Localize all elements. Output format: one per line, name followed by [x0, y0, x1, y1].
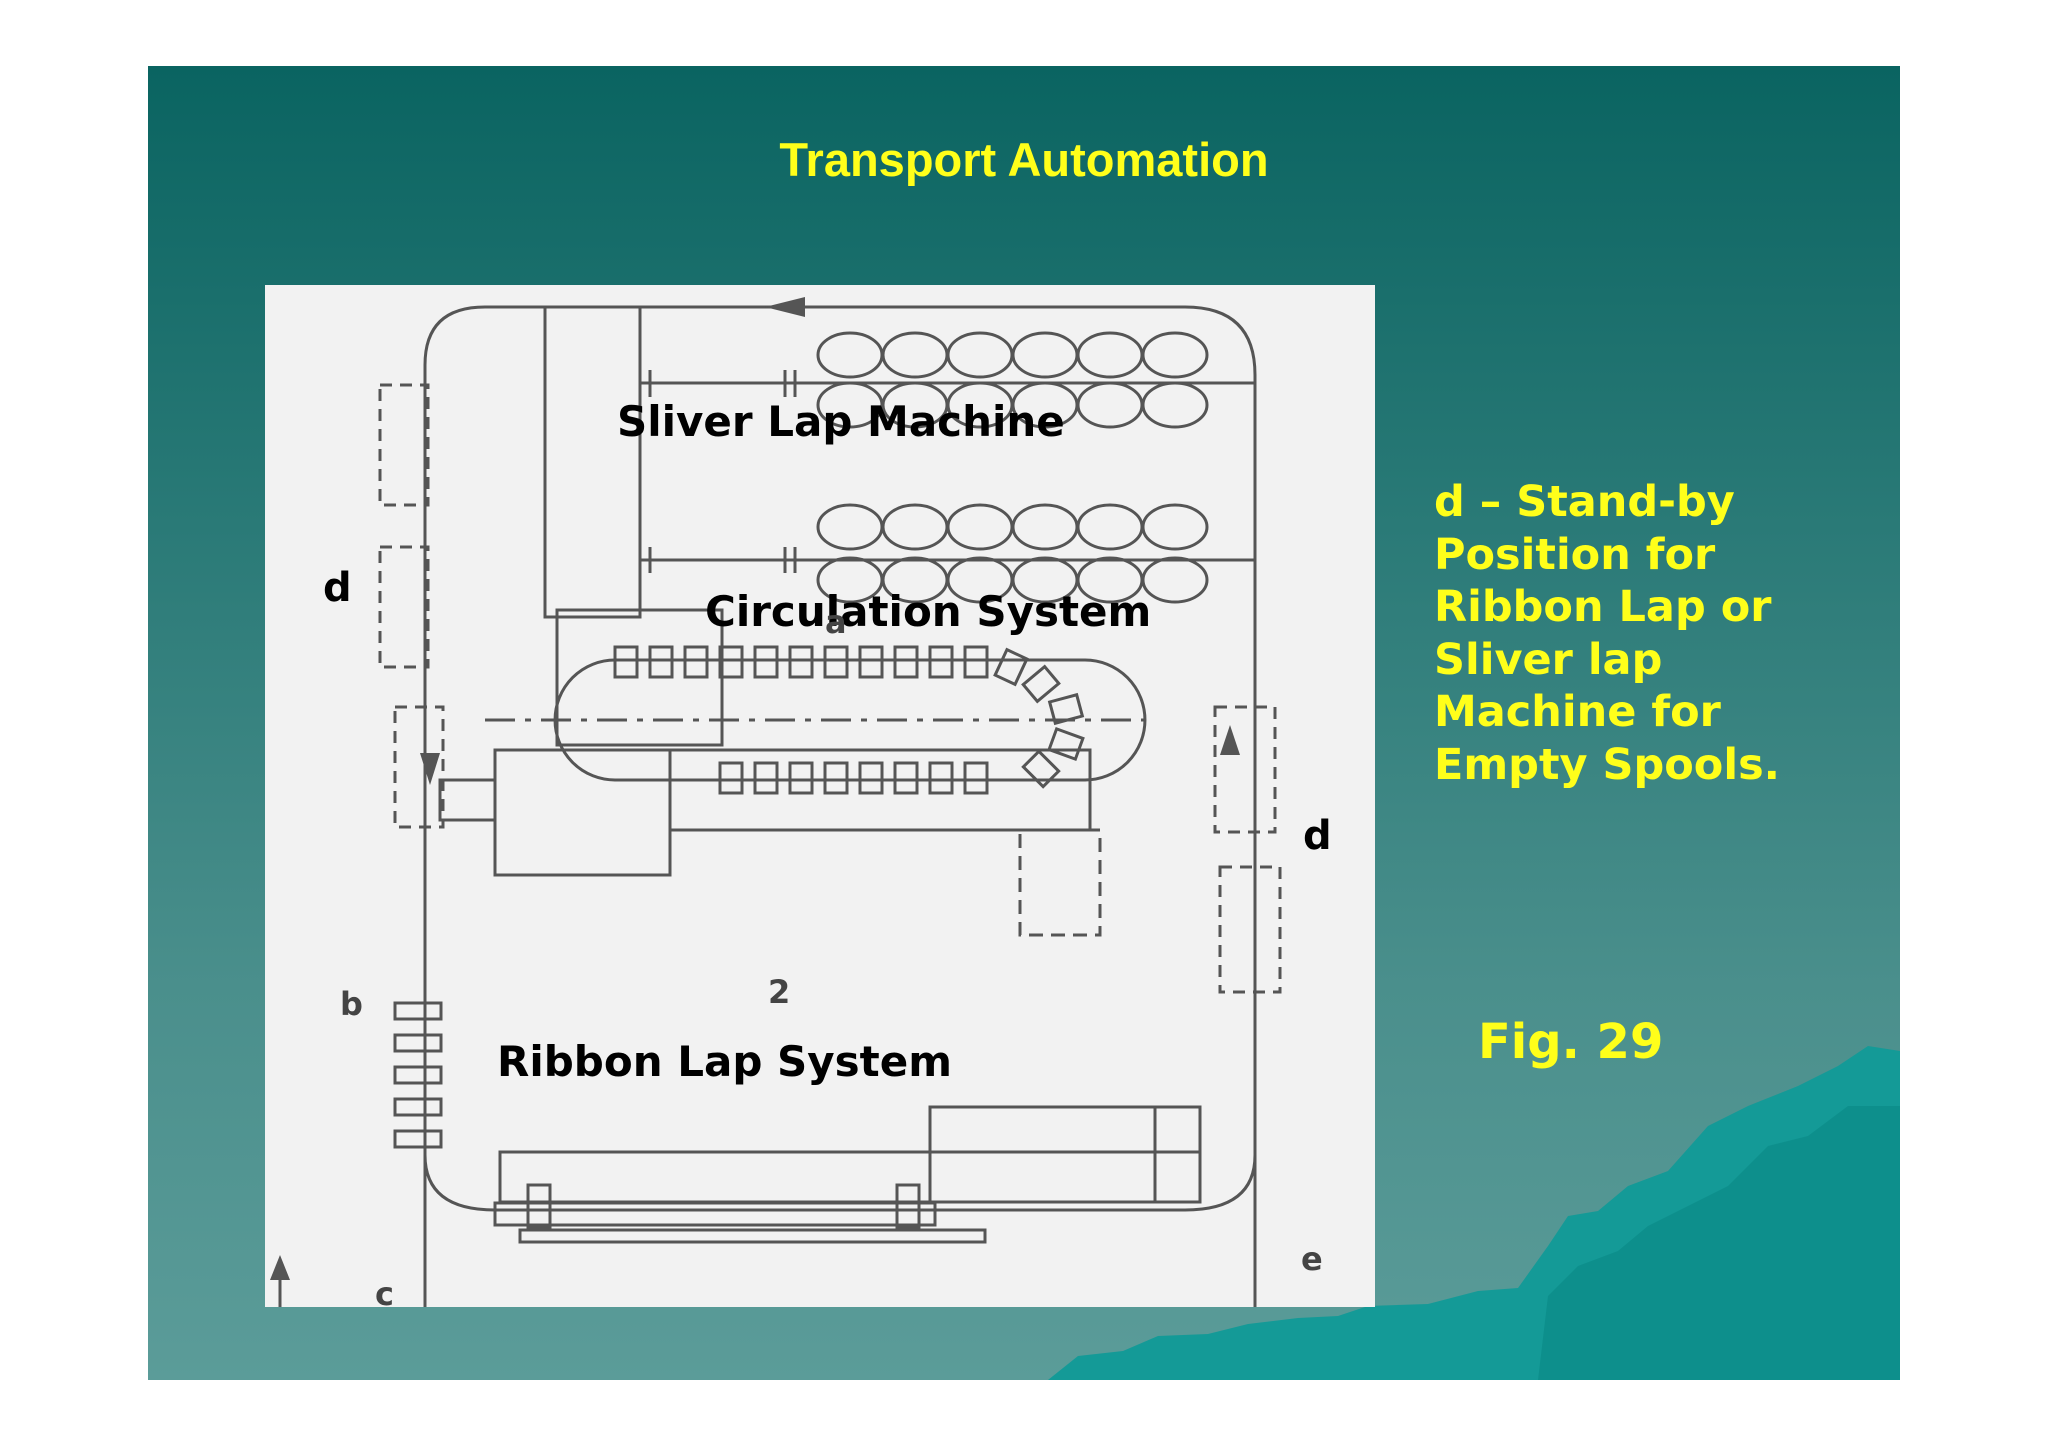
ribbon-lap-system-label: Ribbon Lap System — [497, 1037, 952, 1086]
mountain-decoration — [1048, 1046, 1900, 1380]
b-label: b — [340, 985, 363, 1023]
e-label: e — [1301, 1240, 1323, 1278]
ribbon-lap-track — [423, 1154, 1257, 1212]
outer-track-line — [423, 305, 1257, 1307]
slide: Transport Automation — [148, 66, 1900, 1380]
d-left-label: d — [323, 565, 352, 611]
description-line: Ribbon Lap or — [1434, 582, 1772, 632]
slide-title: Transport Automation — [779, 133, 1269, 186]
description-line: Position for — [1434, 529, 1716, 580]
description-line: Machine for — [1434, 687, 1721, 737]
circulation-system-label: Circulation System — [705, 587, 1152, 636]
c-label: c — [375, 1275, 394, 1307]
a-label: a — [825, 603, 847, 641]
two-label: 2 — [768, 973, 791, 1011]
description-line: d – Stand-by — [1434, 477, 1735, 527]
circulation-loop — [553, 658, 1147, 782]
description-line: Empty Spools. — [1434, 739, 1781, 790]
arrow-left — [765, 297, 805, 317]
diagram-drawing — [270, 297, 1282, 1307]
description-line: Sliver lap — [1434, 634, 1663, 685]
arrow-down — [420, 753, 440, 785]
figure-caption: Fig. 29 — [1478, 1014, 1664, 1070]
description-text: d – Stand-by Position for Ribbon Lap or … — [1434, 476, 1874, 791]
transport-diagram: Sliver Lap Machine Circulation System Ri… — [265, 285, 1375, 1307]
arrow-up-small — [270, 1255, 290, 1280]
arrow-up — [1220, 725, 1240, 755]
sliver-lap-machine-label: Sliver Lap Machine — [617, 397, 1065, 446]
machine-frame-upper — [543, 305, 642, 619]
d-right-label: d — [1303, 813, 1332, 859]
